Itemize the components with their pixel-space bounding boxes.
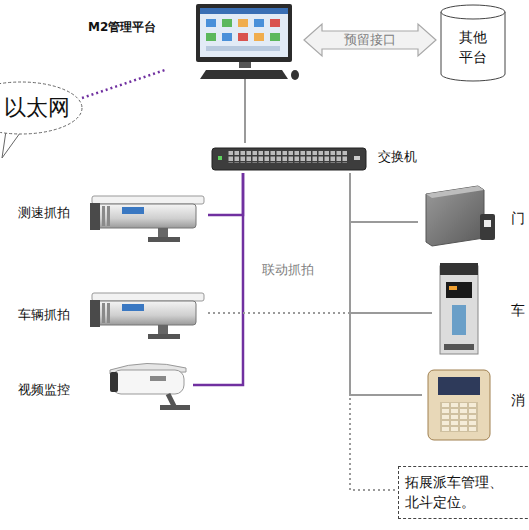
computer-picture-part [238, 19, 248, 27]
vehicle-camera-picture [90, 293, 204, 339]
ethernet-cloud: 以太网 [0, 82, 82, 134]
switch-picture-part [212, 148, 366, 170]
cloud-tail [2, 131, 20, 158]
parking-column-picture-part [446, 282, 472, 298]
parking-column-picture-part [444, 344, 474, 350]
video-camera-picture-part [160, 405, 190, 410]
network-link [350, 173, 422, 395]
computer-picture-part [291, 70, 299, 80]
door-controller-picture-part [426, 186, 484, 246]
computer-picture-part [200, 8, 288, 14]
video-camera-picture [110, 363, 190, 410]
video-camera-picture-part [112, 370, 184, 394]
node-label: 消 [511, 392, 525, 410]
switch-picture-part [228, 151, 348, 163]
computer-picture-part [206, 33, 216, 41]
computer-picture-part [254, 19, 264, 27]
computer-picture-part [238, 33, 248, 41]
video-camera-picture-part [150, 376, 166, 381]
network-switch: 交换机 [210, 143, 432, 173]
switch-picture [212, 148, 366, 170]
computer-picture-part [239, 62, 251, 68]
parking-column-picture-part [440, 266, 478, 354]
computer-picture-part [206, 46, 280, 51]
video-camera-picture-part [168, 394, 174, 406]
parking-column-picture-part [440, 263, 478, 275]
computer-picture-part [254, 33, 264, 41]
payment-terminal-picture [428, 370, 490, 440]
parking-column-picture-part [449, 286, 457, 290]
payment-terminal-picture-part [438, 377, 480, 395]
network-link [350, 173, 432, 313]
payment-terminal-picture-part [440, 402, 478, 432]
node-label: M2管理平台 [88, 20, 156, 35]
parking-column-picture [440, 263, 478, 354]
network-link [244, 70, 246, 143]
node-label: 视频监控 [18, 382, 70, 398]
computer-picture-part [206, 19, 216, 27]
node-label: 门 [511, 210, 525, 228]
computer-picture-part [222, 33, 232, 41]
node-label: 以太网 [4, 94, 70, 122]
link-note: 联动抓拍 [262, 262, 314, 278]
door-controller-picture-part [426, 186, 484, 198]
computer-picture-part [200, 8, 288, 57]
network-link [350, 173, 418, 222]
door-controller-picture [426, 186, 495, 246]
other-platform-cylinder: 其他 平台 [440, 4, 506, 82]
computer-picture-part [270, 33, 280, 41]
computer-picture-part [270, 19, 280, 27]
parking-column-picture-part [452, 305, 466, 335]
network-link [350, 173, 398, 490]
network-link [208, 173, 243, 215]
computer-picture-part [222, 19, 232, 27]
extension-box: 拓展派车管理、 北斗定位。 [398, 466, 529, 519]
vehicle-camera: 车辆抓拍 [15, 288, 208, 340]
computer-picture-part [200, 70, 288, 79]
speed-camera-picture [90, 196, 204, 242]
node-label: 车 [511, 302, 525, 320]
cloud-outline [0, 82, 82, 134]
speed-camera-picture-part [90, 196, 204, 242]
node-label: 拓展派车管理、 北斗定位。 [405, 472, 529, 513]
network-link [193, 173, 243, 385]
computer-picture [196, 4, 299, 80]
door-controller: 门 [418, 183, 528, 247]
switch-picture-part [218, 156, 222, 160]
vehicle-camera-picture-part [90, 293, 204, 339]
node-label: 测速抓拍 [18, 205, 70, 221]
door-controller-picture-part [484, 220, 491, 227]
payment-terminal: 消 [422, 366, 528, 444]
video-camera-picture-part [110, 372, 118, 392]
node-label: 其他 平台 [453, 28, 493, 67]
cylinder-top [441, 5, 505, 19]
interface-arrow [304, 24, 436, 56]
switch-picture-part [354, 156, 360, 160]
parking-column: 车 [432, 259, 528, 359]
payment-terminal-picture-part [428, 370, 490, 440]
computer-picture-part [196, 4, 292, 62]
node-label: 车辆抓拍 [18, 307, 70, 323]
network-link [82, 70, 165, 98]
video-camera: 视频监控 [15, 362, 193, 412]
node-label: 交换机 [378, 149, 417, 165]
edge-label: 预留接口 [342, 32, 398, 48]
management-computer: M2管理平台 [85, 2, 300, 70]
payment-terminal-picture-part [440, 402, 478, 432]
cylinder-body [441, 12, 505, 81]
speed-camera: 测速抓拍 [15, 188, 208, 246]
door-controller-picture-part [480, 214, 495, 240]
